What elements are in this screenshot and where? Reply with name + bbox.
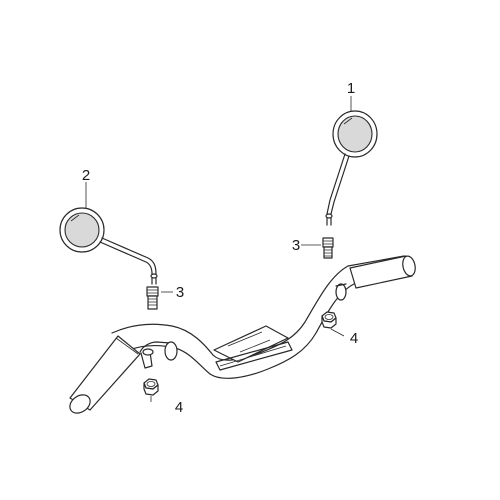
callout-adapter-right: 3 (292, 237, 300, 254)
callout-mirror-right: 1 (347, 80, 355, 97)
adapter-right (322, 237, 334, 259)
right-mount-boss (335, 283, 347, 301)
right-grip (349, 255, 416, 289)
callout-adapter-left: 3 (176, 284, 184, 301)
callout-nut-right: 4 (350, 330, 358, 347)
mirror-left (59, 207, 158, 285)
nut-right (321, 311, 337, 329)
left-mount-boss (139, 341, 178, 369)
callout-nut-left: 4 (175, 399, 183, 416)
leader-lines (85, 96, 352, 402)
left-grip (69, 335, 141, 414)
adapter-left (146, 286, 159, 310)
callout-mirror-left: 2 (82, 167, 90, 184)
mirror-right (325, 110, 378, 226)
handlebar (69, 255, 416, 414)
center-clamp (213, 325, 293, 371)
nut-left (143, 378, 159, 396)
